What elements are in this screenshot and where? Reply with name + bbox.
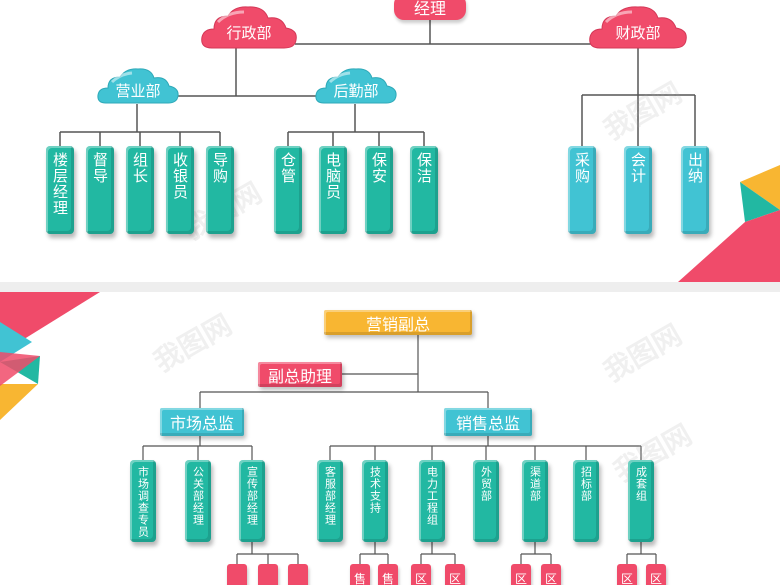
market-director-node: 市场总监 (160, 408, 244, 436)
role-box-customer-service: 客服部经理 (317, 460, 343, 542)
role-box-pr-manager: 公关部经理 (185, 460, 211, 542)
staff-box-computer-operator: 电脑员 (319, 146, 347, 234)
deco-triangle (0, 384, 38, 420)
assistant-label: 副总助理 (267, 366, 332, 386)
sub-box (258, 564, 278, 585)
role-box-channel: 渠道部 (522, 460, 548, 542)
sub-box (288, 564, 308, 585)
role-box-tech-support: 技术支持 (362, 460, 388, 542)
sub-box-region: 区 (445, 564, 465, 585)
logistics-cloud: 后勤部 (314, 66, 398, 106)
role-box-promotion-manager: 宣传部经理 (239, 460, 265, 542)
connector-lines (59, 12, 780, 282)
sub-box-region: 区 (646, 564, 666, 585)
deco-triangle (678, 210, 780, 282)
sub-box (227, 564, 247, 585)
staff-box-shopping-guide: 导购 (206, 146, 234, 234)
vp-label: 营销副总 (365, 314, 430, 334)
role-box-bidding: 招标部 (573, 460, 599, 542)
deco-triangle (740, 165, 780, 210)
market-director-label: 市场总监 (169, 414, 234, 433)
sub-box-region: 区 (617, 564, 637, 585)
staff-box-warehouse: 仓管 (274, 146, 302, 234)
sub-box-region: 区 (541, 564, 561, 585)
sub-box-sales: 售 (350, 564, 370, 585)
staff-box-supervisor: 督导 (86, 146, 114, 234)
staff-box-security: 保安 (365, 146, 393, 234)
finance-label: 财政部 (615, 23, 661, 42)
staff-box-floor-manager: 楼层经理 (46, 146, 74, 234)
sales-cloud: 营业部 (96, 66, 180, 106)
vp-node: 营销副总 (324, 310, 472, 335)
sales-director-label: 销售总监 (455, 414, 520, 433)
deco-triangle (740, 182, 780, 222)
staff-box-team-leader: 组长 (126, 146, 154, 234)
admin-label: 行政部 (226, 23, 272, 42)
role-box-market-research: 市场调查专员 (130, 460, 156, 542)
sub-box-region: 区 (511, 564, 531, 585)
sales-label: 营业部 (115, 81, 161, 100)
sales-director-node: 销售总监 (444, 408, 532, 436)
sub-box-region: 区 (411, 564, 431, 585)
role-box-power-engineering: 电力工程组 (419, 460, 445, 542)
staff-box-cashier-finance: 出纳 (681, 146, 709, 234)
logistics-label: 后勤部 (333, 81, 379, 100)
staff-box-cashier: 收银员 (166, 146, 194, 234)
staff-box-cleaning: 保洁 (410, 146, 438, 234)
assistant-node: 副总助理 (258, 362, 342, 387)
connector-lines (0, 292, 657, 564)
manager-node: 经理 (394, 0, 466, 20)
org-chart-slide-2: 我图网 我图网 我图网 营销副总 副总助理 市场总监 销售总监 市场调查专员 公… (0, 292, 780, 585)
admin-cloud: 行政部 (198, 4, 300, 52)
role-box-complete-sets: 成套组 (628, 460, 654, 542)
org-chart-slide-1: 我图网 我图网 经理 行政部 财政部 营业部 后勤部 (0, 0, 780, 282)
sub-box-sales: 售 (378, 564, 398, 585)
finance-cloud: 财政部 (586, 4, 690, 52)
staff-box-purchasing: 采购 (568, 146, 596, 234)
deco-triangle (0, 352, 40, 386)
deco-triangle (0, 322, 32, 362)
staff-box-accounting: 会计 (624, 146, 652, 234)
manager-label: 经理 (413, 0, 446, 18)
role-box-foreign-trade: 外贸部 (473, 460, 499, 542)
